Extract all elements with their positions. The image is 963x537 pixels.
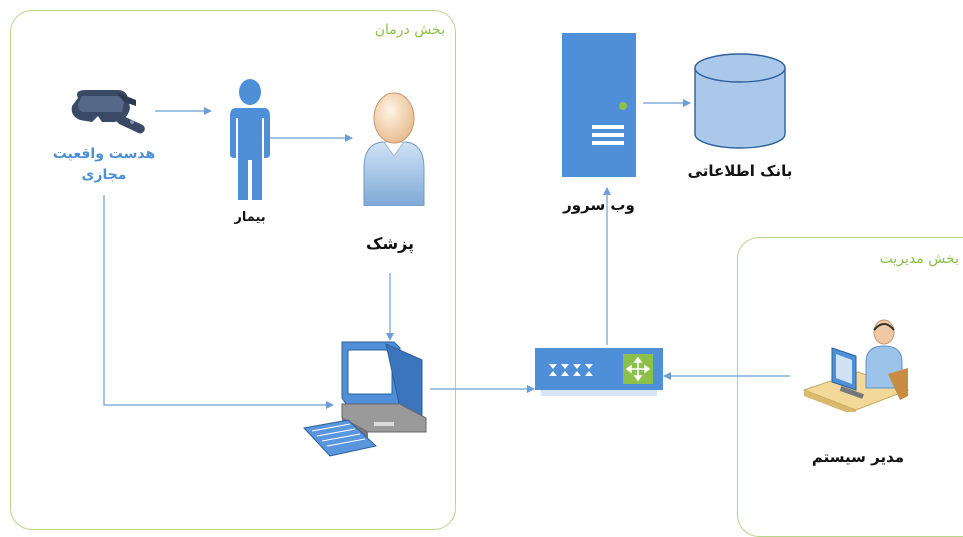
vr-headset-label-line2: مجازی — [81, 167, 127, 183]
network-switch-icon — [535, 348, 663, 396]
treatment-zone-title: بخش درمان — [374, 22, 445, 38]
vr-headset-label-line1: هدست واقعیت — [52, 146, 156, 162]
management-zone-title: بخش مدیریت — [879, 251, 959, 267]
web-server-label: وب سرور — [563, 196, 635, 214]
vr-headset-icon — [71, 90, 145, 134]
computer-icon — [303, 341, 427, 457]
admin-label: مدیر سیستم — [811, 448, 905, 466]
arrow-vr-to-computer — [103, 195, 334, 409]
doctor-label: پزشک — [365, 234, 415, 253]
patient-label: بیمار — [234, 210, 266, 225]
database-label: بانک اطلاعاتی — [687, 162, 793, 180]
doctor-icon — [363, 92, 425, 206]
database-icon — [694, 53, 786, 149]
connectors — [103, 99, 790, 409]
patient-icon — [230, 79, 270, 200]
web-server-icon — [562, 33, 636, 177]
admin-icon — [802, 319, 910, 412]
